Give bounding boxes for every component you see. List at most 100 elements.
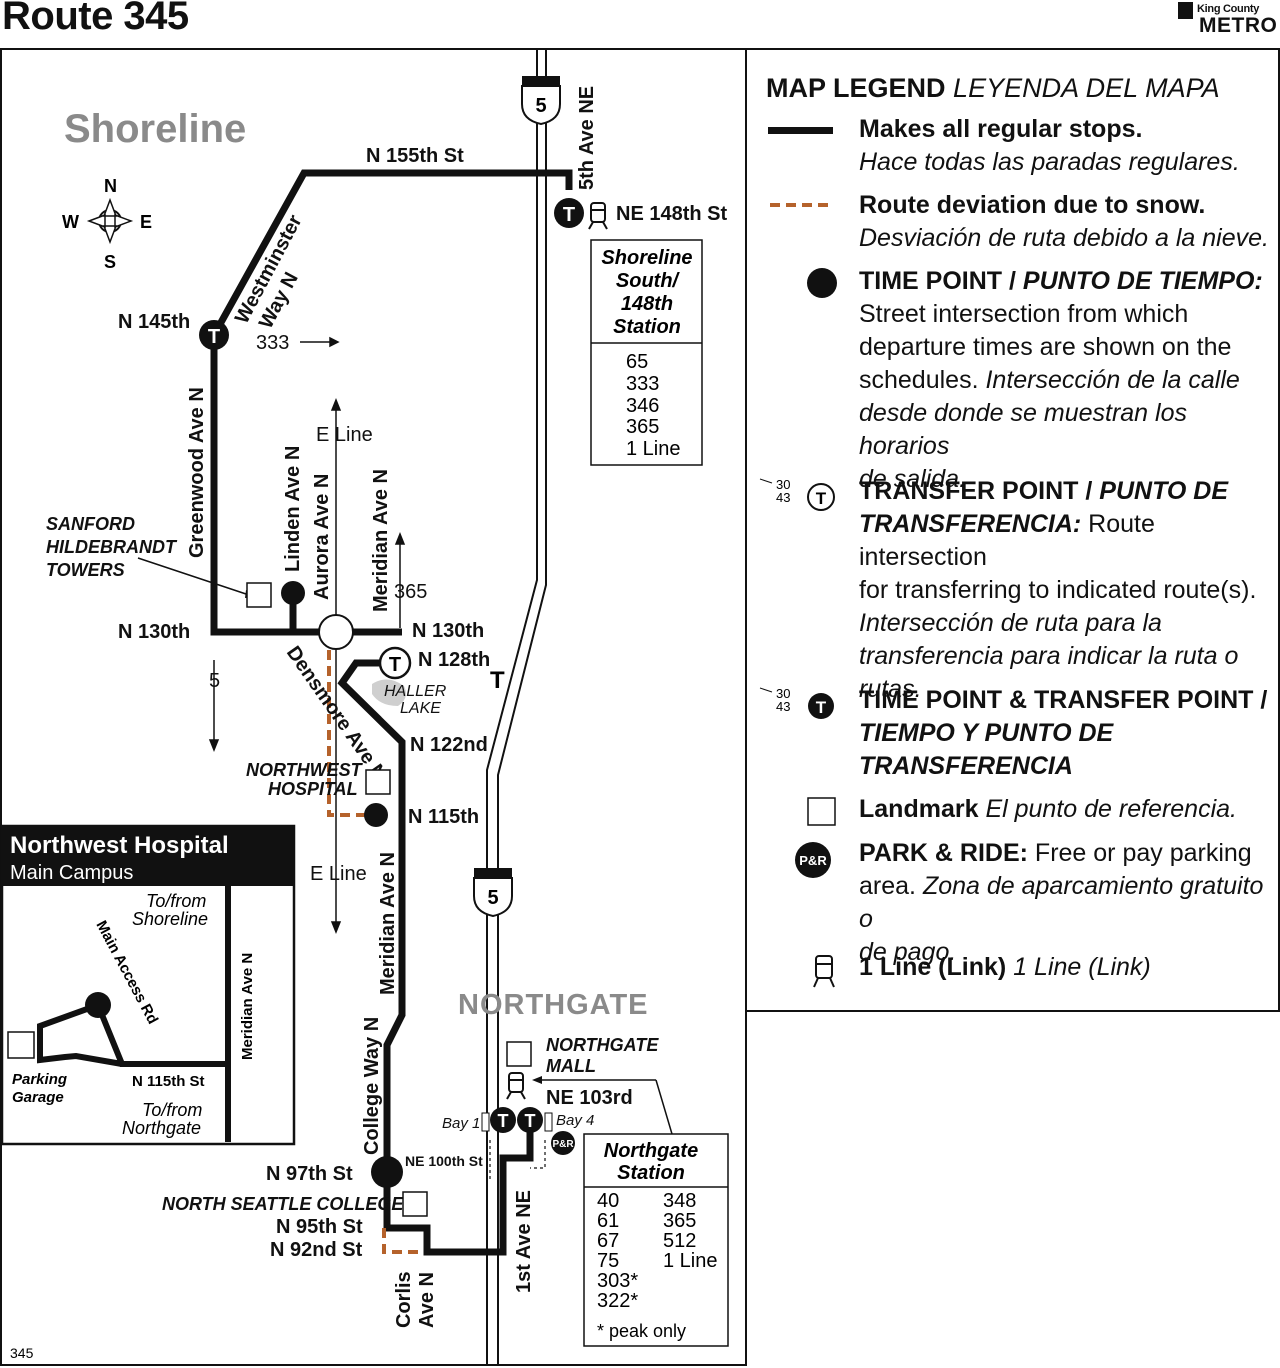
time-transfer-point-n145-icon: T: [199, 320, 229, 350]
landmark-nsc-icon: [402, 1191, 428, 1217]
legend-transfer-point-icon: T 30 43: [759, 477, 835, 511]
northgate-station-box: Northgate Station 40 61 67 75 303* 322* …: [583, 1133, 729, 1347]
time-transfer-point-ne148-icon: T: [554, 198, 584, 228]
street-meridian-top: Meridian Ave N: [370, 469, 392, 612]
svg-text:T: T: [498, 1111, 509, 1131]
svg-text:67: 67: [597, 1230, 619, 1252]
svg-text:512: 512: [663, 1230, 696, 1252]
svg-text:303*: 303*: [597, 1270, 638, 1292]
svg-text:Northgate: Northgate: [122, 1118, 201, 1138]
i5-shield-bottom-icon: 5: [473, 868, 513, 918]
svg-text:Shoreline: Shoreline: [132, 909, 208, 929]
svg-text:T: T: [816, 698, 827, 717]
svg-text:South/: South/: [616, 270, 681, 292]
legend-landmark: Landmark El punto de referencia.: [859, 795, 1237, 823]
legend-park-and-ride-icon: P&R: [795, 842, 831, 878]
svg-text:30: 30: [776, 477, 790, 492]
inset-subtitle: Main Campus: [10, 862, 133, 884]
street-n155: N 155th St: [366, 145, 464, 167]
legend-landmark-icon: [807, 797, 836, 826]
svg-text:Shoreline: Shoreline: [601, 247, 692, 269]
street-n145: N 145th: [118, 311, 190, 333]
snow-deviation-line: [327, 650, 422, 1254]
svg-text:MALL: MALL: [546, 1056, 596, 1076]
street-corlis-1: Corlis: [393, 1271, 415, 1328]
street-n97: N 97th St: [266, 1163, 353, 1185]
street-n128: N 128th: [418, 649, 490, 671]
svg-text:365: 365: [626, 416, 659, 438]
street-n130-right: N 130th: [412, 620, 484, 642]
street-n95: N 95th St: [276, 1216, 363, 1238]
street-n115: N 115th: [408, 806, 479, 828]
link-train-northgate-icon: [506, 1072, 526, 1100]
street-linden: Linden Ave N: [282, 446, 304, 572]
svg-text:30: 30: [776, 686, 790, 701]
legend-park-and-ride: PARK & RIDE: Free or pay parking area. Z…: [859, 839, 1264, 966]
landmark-northgate-mall-label: NORTHGATE: [546, 1035, 659, 1055]
compass-rose-icon: N S E W: [62, 176, 152, 272]
street-n130-left: N 130th: [118, 621, 190, 643]
page-title: Route 345: [2, 0, 189, 38]
street-5th-ave: 5th Ave NE: [576, 86, 598, 190]
haller-lake: [372, 679, 406, 706]
svg-text:S: S: [104, 252, 116, 272]
landmark-nsc-label: NORTH SEATTLE COLLEGE: [162, 1194, 404, 1214]
bay-1-label: Bay 1: [442, 1115, 480, 1132]
svg-text:LAKE: LAKE: [400, 700, 441, 717]
e-line-bottom-label: E Line: [310, 863, 367, 885]
svg-text:Garage: Garage: [12, 1089, 64, 1106]
logo-metro-text: METRO: [1199, 14, 1278, 37]
svg-text:HALLER: HALLER: [384, 683, 447, 700]
svg-text:65: 65: [626, 351, 648, 373]
i5-shield-top-icon: 5: [521, 76, 561, 126]
svg-text:Meridian Ave N: Meridian Ave N: [239, 953, 256, 1060]
legend-title: MAP LEGEND LEYENDA DEL MAPA: [766, 73, 1220, 103]
transfer-point-n128-icon: T: [378, 646, 412, 680]
svg-text:* peak only: * peak only: [597, 1321, 686, 1341]
svg-text:TOWERS: TOWERS: [46, 560, 125, 580]
street-n92: N 92nd St: [270, 1239, 363, 1261]
svg-text:To/from: To/from: [142, 1100, 202, 1120]
northwest-hospital-inset: Northwest Hospital Main Campus To/from S…: [0, 824, 296, 1146]
svg-text:322*: 322*: [597, 1290, 638, 1312]
svg-text:HILDEBRANDT: HILDEBRANDT: [46, 537, 178, 557]
shoreline-station-box: Shoreline South/ 148th Station 65 333 34…: [590, 239, 703, 466]
legend-regular-stops: Makes all regular stops. Hace todas las …: [859, 115, 1240, 176]
landmark-sanford-label: SANFORD: [46, 514, 135, 534]
svg-text:348: 348: [663, 1190, 696, 1212]
transfer-t-label: T: [490, 667, 505, 694]
svg-text:T: T: [525, 1111, 536, 1131]
street-meridian-bottom: Meridian Ave N: [377, 852, 399, 995]
svg-text:Station: Station: [613, 316, 681, 338]
svg-text:346: 346: [626, 395, 659, 417]
legend-time-point: TIME POINT / PUNTO DE TIEMPO: Street int…: [859, 267, 1263, 493]
svg-text:T: T: [389, 654, 401, 676]
svg-text:333: 333: [626, 373, 659, 395]
svg-text:T: T: [563, 204, 575, 226]
park-and-ride-icon: P&R: [551, 1131, 575, 1155]
svg-text:75: 75: [597, 1250, 619, 1272]
street-greenwood: Greenwood Ave N: [186, 387, 208, 558]
svg-text:Northgate: Northgate: [604, 1140, 698, 1162]
legend-link-train-icon: [813, 955, 835, 988]
e-line-top-label: E Line: [316, 424, 373, 446]
svg-text:148th: 148th: [621, 293, 673, 315]
shoreline-area-label: Shoreline: [64, 107, 246, 151]
landmark-northgate-mall-icon: [506, 1041, 532, 1067]
street-corlis-2: Ave N: [416, 1272, 438, 1328]
svg-text:61: 61: [597, 1210, 619, 1232]
legend-symbols: T 30 43 T 30 43 P&R: [759, 127, 837, 988]
time-transfer-point-bay4-icon: T: [517, 1107, 543, 1133]
street-ne148: NE 148th St: [616, 203, 727, 225]
svg-text:T: T: [208, 326, 220, 348]
street-n122: N 122nd: [410, 734, 488, 756]
landmark-sanford-icon: [246, 582, 272, 608]
svg-text:T: T: [816, 489, 827, 508]
svg-text:Station: Station: [617, 1162, 685, 1184]
svg-text:E: E: [140, 212, 152, 232]
route-5-label: 5: [209, 670, 220, 692]
svg-text:Parking: Parking: [12, 1071, 67, 1088]
legend-link: 1 Line (Link) 1 Line (Link): [859, 953, 1151, 981]
street-1st-ave: 1st Ave NE: [513, 1190, 535, 1293]
